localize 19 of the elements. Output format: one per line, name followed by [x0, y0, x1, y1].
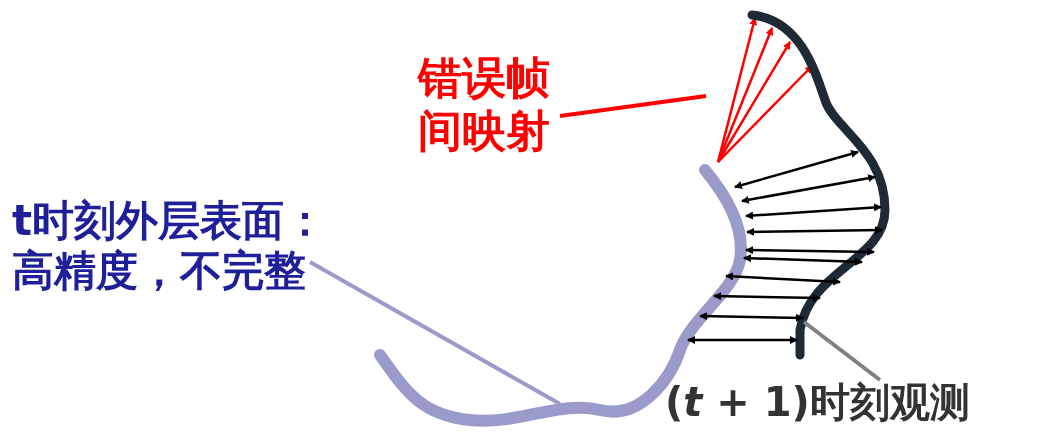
- leader-line: [559, 94, 707, 118]
- annotation-label: t时刻外层表面：高精度，不完整: [12, 196, 357, 297]
- double-arrow: [713, 292, 821, 302]
- double-arrow: [746, 226, 883, 236]
- double-arrow: [699, 312, 804, 322]
- surface-curve: [374, 164, 747, 427]
- double-arrow: [687, 336, 798, 344]
- leader-line: [802, 320, 882, 382]
- annotation-label: 错误帧间映射: [418, 52, 558, 158]
- observation-curve: [747, 10, 890, 360]
- double-arrow: [741, 174, 876, 204]
- double-arrow: [734, 150, 859, 189]
- double-arrow: [745, 203, 882, 220]
- annotation-label: (t + 1)时刻观测: [665, 378, 1043, 426]
- mapping-arrows: [716, 17, 813, 163]
- double-arrow: [725, 272, 841, 286]
- leader-line: [309, 260, 561, 406]
- double-arrow: [743, 254, 863, 266]
- double-arrow: [745, 246, 875, 256]
